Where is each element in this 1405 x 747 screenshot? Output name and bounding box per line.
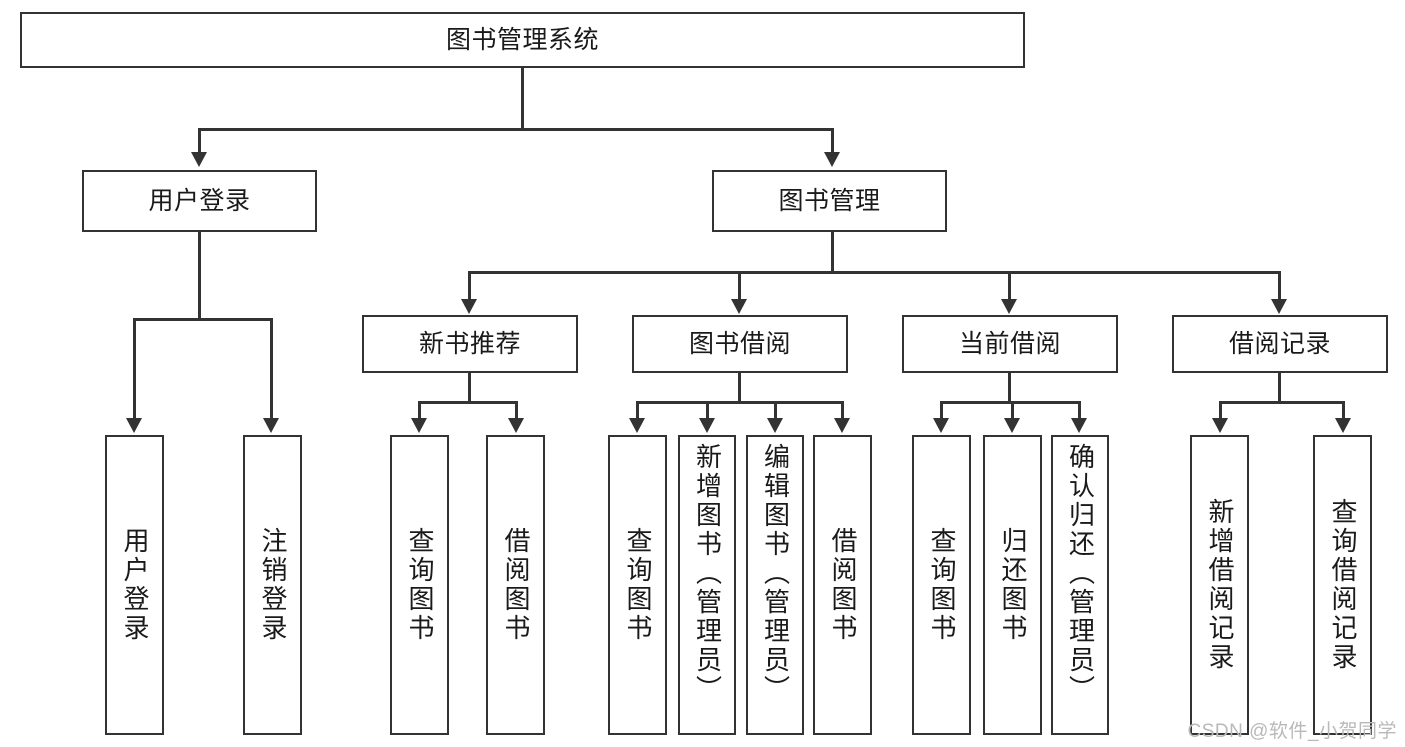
leaf-user-login-label: 用户登录 bbox=[120, 527, 151, 643]
connector-user-login-stem bbox=[198, 232, 201, 318]
node-current-borrow-label: 当前借阅 bbox=[958, 330, 1061, 358]
connector-cb-stem bbox=[1008, 373, 1011, 401]
leaf-query-book-3[interactable]: 查询图书 bbox=[912, 435, 971, 735]
connector-cb-bus bbox=[940, 401, 1080, 404]
node-user-login[interactable]: 用户登录 bbox=[82, 170, 317, 232]
connector-root-stem bbox=[521, 68, 524, 128]
leaf-borrow-book-2-label: 借阅图书 bbox=[828, 527, 859, 643]
leaf-query-book-1[interactable]: 查询图书 bbox=[390, 435, 449, 735]
leaf-query-book-3-label: 查询图书 bbox=[927, 527, 958, 643]
arrow-to-leaf-add-record bbox=[1212, 418, 1228, 433]
arrow-to-leaf-query-book-2 bbox=[629, 418, 645, 433]
leaf-add-book-label: 新增图书（管理员） bbox=[692, 443, 723, 704]
leaf-borrow-book-2[interactable]: 借阅图书 bbox=[813, 435, 872, 735]
connector-user-login-l2 bbox=[270, 318, 273, 418]
leaf-query-record-label: 查询借阅记录 bbox=[1328, 498, 1359, 672]
arrow-to-book-manage bbox=[824, 152, 840, 167]
arrow-to-leaf-confirm-return bbox=[1071, 418, 1087, 433]
arrow-to-leaf-return-book bbox=[1004, 418, 1020, 433]
connector-nbr-l1 bbox=[418, 401, 421, 418]
node-borrow-record-label: 借阅记录 bbox=[1228, 330, 1331, 358]
arrow-to-leaf-user-login bbox=[126, 418, 142, 433]
node-current-borrow[interactable]: 当前借阅 bbox=[902, 315, 1118, 373]
csdn-watermark: CSDN @软件_小贺同学 bbox=[1187, 721, 1397, 742]
arrow-to-current-borrow bbox=[1001, 299, 1017, 314]
connector-nbr-bus bbox=[418, 401, 518, 404]
connector-root-bus bbox=[198, 128, 834, 131]
leaf-user-login[interactable]: 用户登录 bbox=[105, 435, 164, 735]
node-root-label: 图书管理系统 bbox=[445, 26, 599, 54]
leaf-add-book[interactable]: 新增图书（管理员） bbox=[678, 435, 736, 735]
arrow-to-leaf-edit-book bbox=[767, 418, 783, 433]
arrow-to-leaf-borrow-book-1 bbox=[508, 418, 524, 433]
arrow-to-new-book-rec bbox=[461, 299, 477, 314]
arrow-to-leaf-logout-login bbox=[263, 418, 279, 433]
leaf-edit-book-label: 编辑图书（管理员） bbox=[760, 443, 791, 704]
node-borrow-record[interactable]: 借阅记录 bbox=[1172, 315, 1388, 373]
connector-nbr-stem bbox=[468, 373, 471, 401]
node-new-book-rec-label: 新书推荐 bbox=[418, 330, 521, 358]
connector-br-l1 bbox=[1219, 401, 1222, 418]
connector-bb-l3 bbox=[774, 401, 777, 418]
leaf-add-record[interactable]: 新增借阅记录 bbox=[1190, 435, 1249, 735]
connector-book-manage-bus bbox=[468, 271, 1280, 274]
leaf-query-book-2[interactable]: 查询图书 bbox=[608, 435, 667, 735]
node-user-login-label: 用户登录 bbox=[148, 187, 251, 215]
leaf-return-book-label: 归还图书 bbox=[998, 527, 1029, 643]
connector-root-to-user-login bbox=[198, 128, 201, 152]
connector-user-login-l1 bbox=[133, 318, 136, 418]
arrow-to-leaf-query-book-1 bbox=[411, 418, 427, 433]
node-book-borrow[interactable]: 图书借阅 bbox=[632, 315, 848, 373]
leaf-borrow-book-1-label: 借阅图书 bbox=[501, 527, 532, 643]
connector-bm-to-current-borrow bbox=[1008, 271, 1011, 299]
leaf-logout-login[interactable]: 注销登录 bbox=[243, 435, 302, 735]
arrow-to-leaf-query-record bbox=[1335, 418, 1351, 433]
node-book-manage-label: 图书管理 bbox=[778, 187, 881, 215]
node-new-book-rec[interactable]: 新书推荐 bbox=[362, 315, 578, 373]
connector-bm-to-borrow-record bbox=[1278, 271, 1281, 299]
leaf-confirm-return[interactable]: 确认归还（管理员） bbox=[1051, 435, 1109, 735]
connector-bb-l2 bbox=[706, 401, 709, 418]
connector-cb-l1 bbox=[940, 401, 943, 418]
node-book-manage[interactable]: 图书管理 bbox=[712, 170, 947, 232]
connector-bm-to-book-borrow bbox=[738, 271, 741, 299]
connector-book-manage-stem bbox=[831, 232, 834, 271]
connector-br-l2 bbox=[1342, 401, 1345, 418]
arrow-to-book-borrow bbox=[731, 299, 747, 314]
connector-bm-to-new-book-rec bbox=[468, 271, 471, 299]
connector-br-stem bbox=[1278, 373, 1281, 401]
connector-bb-bus bbox=[636, 401, 843, 404]
connector-cb-l2 bbox=[1011, 401, 1014, 418]
leaf-logout-login-label: 注销登录 bbox=[258, 527, 289, 643]
arrow-to-leaf-borrow-book-2 bbox=[834, 418, 850, 433]
connector-bb-stem bbox=[738, 373, 741, 401]
node-root[interactable]: 图书管理系统 bbox=[20, 12, 1025, 68]
arrow-to-user-login bbox=[191, 152, 207, 167]
leaf-query-record[interactable]: 查询借阅记录 bbox=[1313, 435, 1372, 735]
node-book-borrow-label: 图书借阅 bbox=[688, 330, 791, 358]
arrow-to-leaf-add-book bbox=[699, 418, 715, 433]
leaf-edit-book[interactable]: 编辑图书（管理员） bbox=[746, 435, 804, 735]
connector-cb-l3 bbox=[1078, 401, 1081, 418]
leaf-query-book-2-label: 查询图书 bbox=[623, 527, 654, 643]
leaf-return-book[interactable]: 归还图书 bbox=[983, 435, 1042, 735]
connector-user-login-bus bbox=[133, 318, 272, 321]
arrow-to-borrow-record bbox=[1271, 299, 1287, 314]
connector-bb-l1 bbox=[636, 401, 639, 418]
leaf-borrow-book-1[interactable]: 借阅图书 bbox=[486, 435, 545, 735]
leaf-query-book-1-label: 查询图书 bbox=[405, 527, 436, 643]
leaf-add-record-label: 新增借阅记录 bbox=[1205, 498, 1236, 672]
connector-nbr-l2 bbox=[515, 401, 518, 418]
connector-br-bus bbox=[1219, 401, 1343, 404]
connector-bb-l4 bbox=[841, 401, 844, 418]
arrow-to-leaf-query-book-3 bbox=[933, 418, 949, 433]
leaf-confirm-return-label: 确认归还（管理员） bbox=[1065, 443, 1096, 704]
connector-root-to-book-manage bbox=[831, 128, 834, 152]
